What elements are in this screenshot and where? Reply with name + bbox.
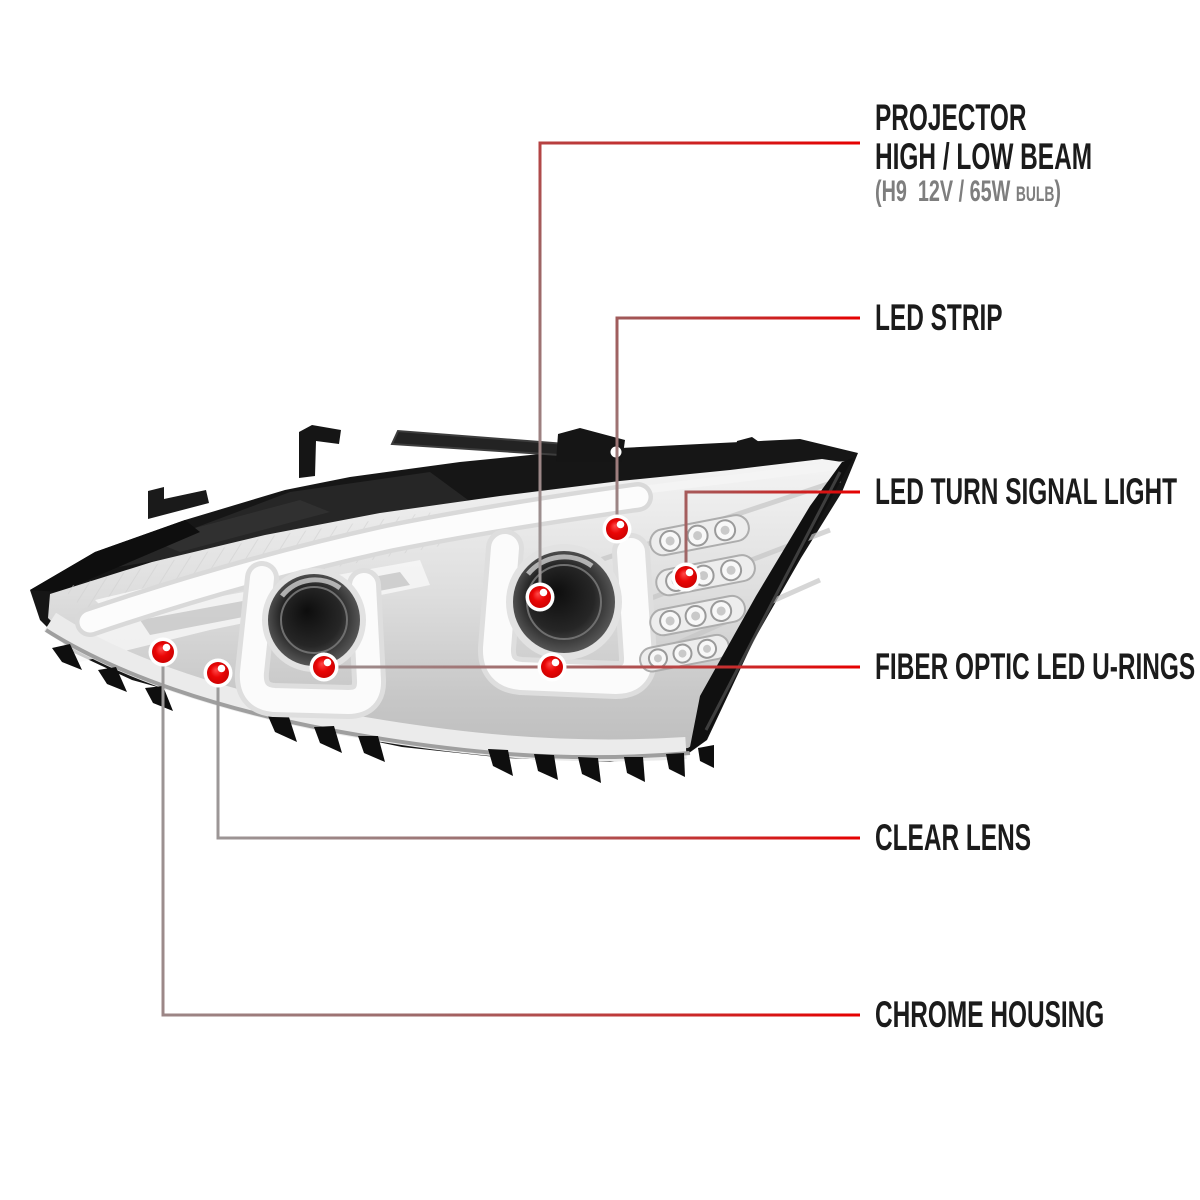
mounting-tab-right (735, 437, 762, 452)
callout-label-led-strip: LED STRIP (875, 297, 1003, 338)
callout-dots (148, 514, 701, 688)
projector-lens-right (506, 544, 622, 660)
callout-line-clear-lens (216, 673, 860, 840)
led-turn-signal-bars (639, 514, 756, 673)
callout-line-turn-signal (684, 490, 860, 577)
bottom-chrome-trim (43, 612, 687, 762)
mounting-bracket-tall (299, 425, 341, 478)
callout-label-projector: PROJECTOR HIGH / LOW BEAM (H9 12V / 65W … (875, 98, 1092, 209)
projector-label-line2: HIGH / LOW BEAM (875, 136, 1093, 177)
callout-label-chrome-housing: CHROME HOUSING (875, 994, 1105, 1035)
projector-label-line1: PROJECTOR (875, 97, 1027, 138)
callout-label-fiber-optic: FIBER OPTIC LED U-RINGS (875, 646, 1196, 687)
callout-dot-chrome-housing (148, 637, 178, 667)
callout-line-led-strip (615, 316, 860, 529)
callout-label-clear-lens: CLEAR LENS (875, 817, 1032, 858)
mounting-bracket-mid (556, 428, 625, 462)
callout-line-projector (538, 141, 860, 597)
led-u-ring-left (234, 561, 386, 719)
projector-lens-left (262, 568, 366, 672)
headlight-photo (30, 425, 858, 783)
callout-dot-fiber-optic-right (537, 652, 567, 682)
callout-line-chrome-housing (161, 652, 860, 1017)
callout-label-turn-signal: LED TURN SIGNAL LIGHT (875, 471, 1178, 512)
callout-dot-projector (525, 582, 555, 612)
callout-dot-fiber-optic-left (309, 652, 339, 682)
callout-lines (161, 141, 860, 1017)
mounting-bracket-left (148, 487, 209, 519)
projector-bulb-spec: (H9 12V / 65W BULB) (875, 175, 1061, 208)
callout-dot-led-strip (602, 514, 632, 544)
callout-dot-turn-signal (671, 562, 701, 592)
bottom-fins (52, 644, 714, 783)
callout-dot-clear-lens (203, 658, 233, 688)
